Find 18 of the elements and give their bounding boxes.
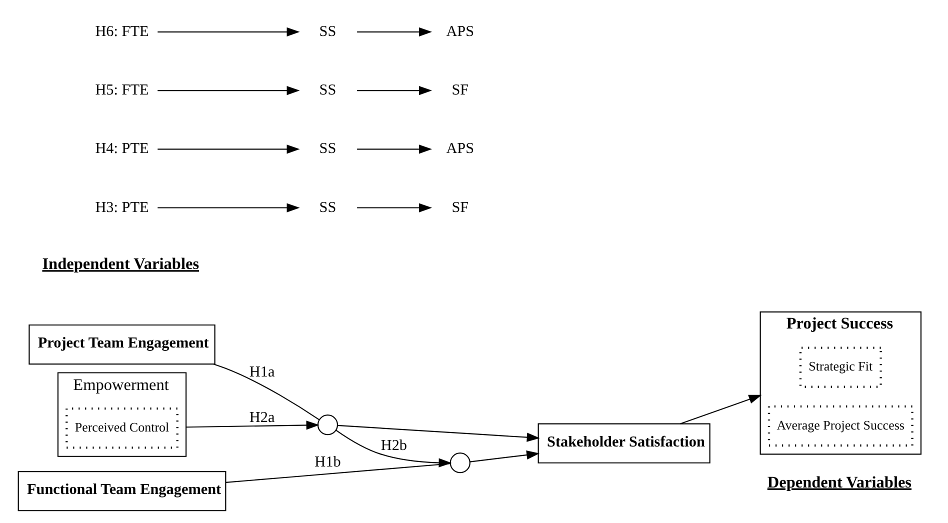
edge-label: H2b	[380, 437, 408, 454]
edge-label: H2a	[249, 408, 275, 426]
node-text: H3: PTE	[95, 198, 149, 216]
node-text: APS	[446, 140, 474, 158]
node-text: H4: PTE	[95, 140, 149, 158]
edge-label: H1b	[314, 453, 341, 470]
label: Dependent Variables	[767, 472, 912, 492]
edge-label: H1a	[249, 363, 275, 380]
node-text: SS	[319, 198, 336, 216]
node-text: H6: FTE	[95, 22, 149, 40]
node-text: H5: FTE	[95, 82, 149, 99]
node-text: APS	[446, 22, 474, 40]
node-text: SF	[452, 198, 469, 216]
node-text: SF	[452, 82, 469, 99]
node-text: SS	[319, 82, 336, 99]
label: Independent Variables	[42, 254, 200, 274]
node-text: SS	[319, 140, 336, 158]
node-text: SS	[319, 22, 336, 40]
